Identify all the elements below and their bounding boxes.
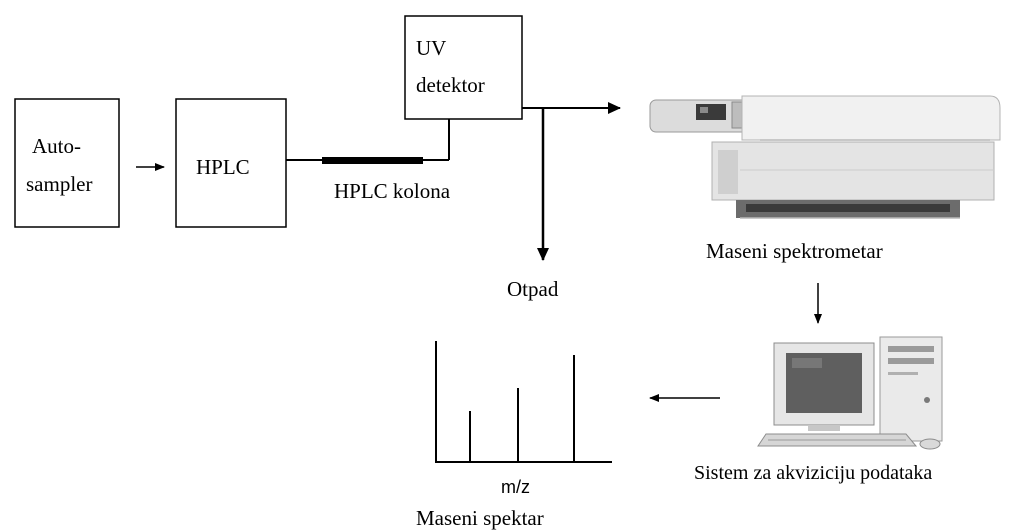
autosampler-label-line1: Auto-	[32, 134, 81, 158]
mass-spectrometer-image	[649, 95, 1001, 219]
hplc-column-label: HPLC kolona	[334, 179, 451, 203]
uv-detector-label-line1: UV	[416, 36, 446, 60]
hplc-column	[322, 157, 423, 164]
data-system-label: Sistem za akviziciju podataka	[694, 462, 932, 484]
autosampler-box	[14, 98, 120, 228]
hplc-box	[175, 98, 287, 228]
autosampler-label-line2: sampler	[26, 172, 92, 196]
uv-detector-label-line2: detektor	[416, 73, 485, 97]
mz-axis-label: m/z	[501, 477, 530, 497]
mass-spectrum-plot	[435, 341, 612, 463]
hplc-label: HPLC	[196, 155, 250, 179]
waste-label: Otpad	[507, 277, 559, 301]
mass-spectrometer-label: Maseni spektrometar	[706, 239, 883, 263]
mass-spectrum-label: Maseni spektar	[416, 506, 544, 530]
uv-detector-box	[404, 15, 523, 120]
computer-image	[757, 336, 943, 450]
